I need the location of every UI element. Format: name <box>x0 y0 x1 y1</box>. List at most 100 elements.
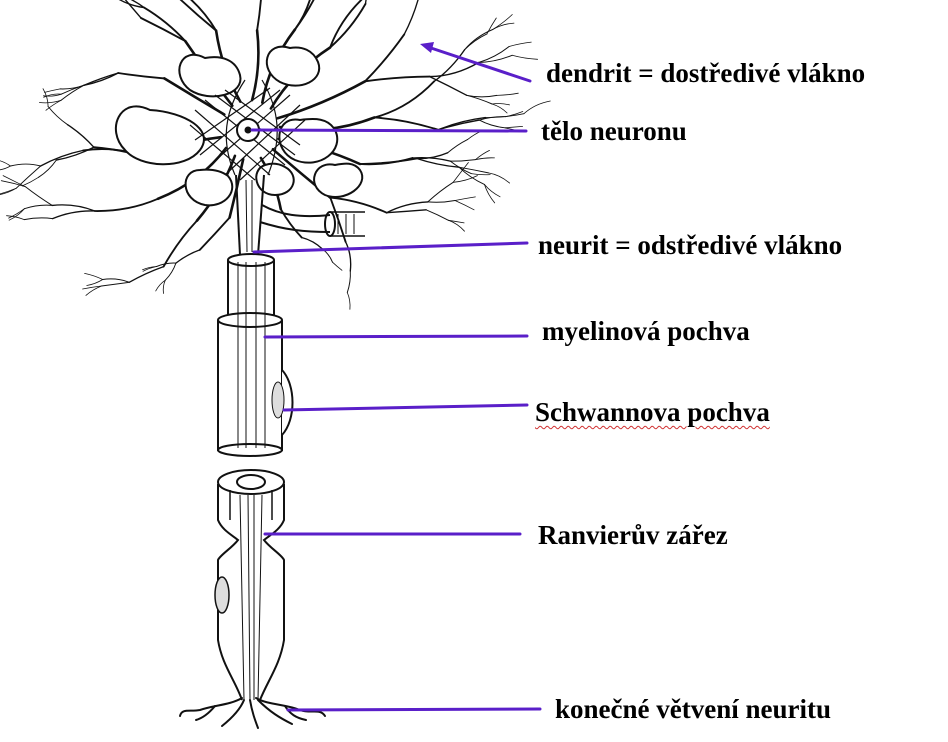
dendrite-branch <box>0 160 11 167</box>
dendrite-branch <box>162 279 166 294</box>
dendrite-branch <box>346 292 351 310</box>
dendrite-branch <box>491 103 508 114</box>
dendrite-branch <box>504 126 523 129</box>
dendrite-branch <box>478 119 506 129</box>
dendrite-branch <box>486 17 497 35</box>
dendrite-branch <box>23 217 54 221</box>
dendrite-branch <box>39 99 62 104</box>
dendrite-branch <box>23 204 53 210</box>
neurite-upper <box>235 174 365 256</box>
dendrite-branch <box>464 33 488 51</box>
dendrite-branch <box>470 173 491 176</box>
dendrite-branch <box>83 72 119 86</box>
dendrite-branch <box>433 49 466 83</box>
dendrite-branch <box>373 80 436 119</box>
dendrite-branch <box>117 72 166 80</box>
dendrite-branch <box>60 84 85 95</box>
dendrite-branch <box>427 181 454 203</box>
terminal-branches <box>179 697 326 729</box>
dendrite-branch <box>429 61 480 78</box>
dendrite-branch <box>118 0 145 9</box>
dendrite-branch <box>523 100 551 115</box>
dendrite-branch <box>373 116 440 131</box>
dendrite-branch <box>51 210 96 220</box>
dendrite-branch <box>0 180 26 188</box>
dendrite-branch <box>47 106 69 126</box>
dendrite-branch <box>256 0 262 32</box>
dendrite-branch <box>329 0 363 49</box>
pointer-lines <box>250 45 542 712</box>
dendrite-branch <box>43 93 62 97</box>
label-ranvieruv-zarez: Ranvierův zářez <box>538 520 728 550</box>
label-dendrit: dendrit = dostředivé vlákno <box>546 58 866 88</box>
dendrite-branch <box>385 201 429 214</box>
dendrite-branch <box>164 262 177 281</box>
dendrite-branch <box>25 186 53 206</box>
dendrite-branch <box>102 278 130 283</box>
dendrite-branch <box>478 54 513 63</box>
dendrite-branch <box>452 162 469 183</box>
dendrite-branch <box>175 249 201 264</box>
dendrite-branch <box>155 279 166 292</box>
dendrite-branch <box>466 94 498 98</box>
dendrite-branch <box>437 119 480 131</box>
dendrite-branch <box>190 0 218 32</box>
dendrite-branch <box>346 270 351 293</box>
dendrite-branch <box>492 14 513 30</box>
dendrite-branch <box>93 197 159 212</box>
dendrite-branch <box>0 165 11 171</box>
dendrite-branch <box>484 184 501 198</box>
dendrite-branch <box>508 41 532 47</box>
dendrite-branch <box>38 159 57 178</box>
dendrite-branch <box>10 163 42 167</box>
dendrite-branch <box>15 165 42 189</box>
dendrite-branch <box>437 116 487 131</box>
label-telo-neuronu: tělo neuronu <box>541 116 687 146</box>
dendrite-branch <box>452 175 478 183</box>
dendrite-branch <box>124 0 142 19</box>
dendrite-branch <box>511 54 538 60</box>
dendrite-branch <box>488 172 510 184</box>
dendrite-branch <box>198 216 231 251</box>
dendrite-branch <box>344 241 352 272</box>
dendrite-branch <box>475 150 490 160</box>
dendrite-branch <box>458 166 485 185</box>
dendrite-branch <box>86 279 104 286</box>
pointer-konecne <box>286 707 542 712</box>
schwann-nucleus-lower <box>214 576 230 614</box>
pointer-arrowheads <box>420 42 434 53</box>
dendrite-branch <box>2 175 26 188</box>
dendrite-branch <box>329 196 388 214</box>
label-schwannova-pochva: Schwannova pochva <box>535 399 770 426</box>
dendrite-branch <box>427 200 456 203</box>
dendrite-branch <box>358 157 414 166</box>
myelin-segment-lower <box>217 469 285 701</box>
dendrite-branch <box>162 219 198 268</box>
myelin-segment-upper <box>217 253 283 457</box>
schwann-nucleus-upper <box>271 369 294 436</box>
label-konecne-vetveni: konečné větvení neuritu <box>555 694 831 724</box>
dendrite-branch <box>156 262 177 267</box>
dendrite-branch <box>276 80 367 120</box>
dendrite-branch <box>82 285 102 290</box>
dendrite-branch <box>250 29 260 102</box>
dendrite-branch <box>8 208 25 219</box>
dendrite-branch <box>448 219 465 232</box>
dendrite-branch <box>39 149 84 167</box>
dendrite-branch <box>478 46 510 63</box>
label-myelinova-pochva: myelinová pochva <box>542 316 750 346</box>
dendrite-branch <box>301 236 324 250</box>
dendrite-branch <box>364 75 431 83</box>
dendrite-branch <box>66 124 95 148</box>
dendrite-branch <box>491 103 510 106</box>
pointer-myelin <box>263 334 529 339</box>
dendrite-branch <box>130 0 145 9</box>
dendrite-branch <box>449 160 472 175</box>
pointer-neurit <box>252 241 529 254</box>
dendrite-branch <box>411 156 451 162</box>
dendrite-branch <box>85 285 102 296</box>
dendrite-branch <box>179 0 218 32</box>
dendrite-branch <box>385 209 427 214</box>
